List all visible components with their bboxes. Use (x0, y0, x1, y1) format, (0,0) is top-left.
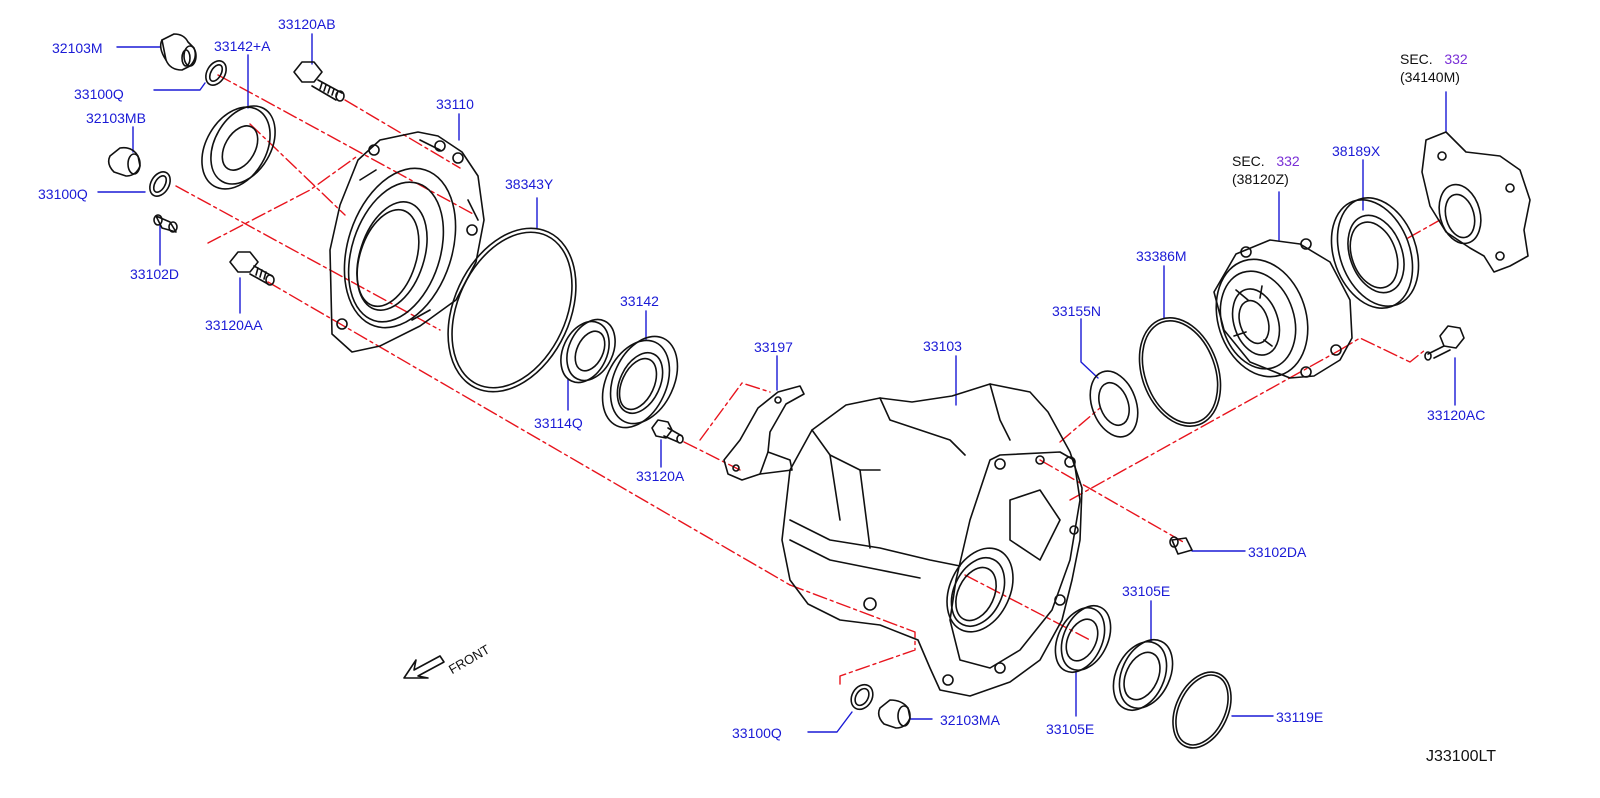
label-38343y[interactable]: 38343Y (505, 176, 554, 192)
label-33197[interactable]: 33197 (754, 339, 793, 355)
bolt-33120a (651, 419, 684, 444)
label-33102da[interactable]: 33102DA (1248, 544, 1307, 560)
seal-33142a (201, 105, 276, 190)
sec-prefix: SEC. (1400, 51, 1433, 67)
dowel-33102d (153, 214, 178, 233)
bolt-33120aa (229, 251, 275, 286)
label-33119e[interactable]: 33119E (1276, 709, 1324, 725)
label-33142[interactable]: 33142 (620, 293, 659, 309)
washer-33100q-b (149, 171, 171, 197)
label-33102d[interactable]: 33102D (130, 266, 180, 282)
bearing-housing-38120z (1213, 238, 1353, 379)
cover-33110 (329, 131, 485, 353)
washer-33100q-c (850, 683, 874, 711)
oring-38343y (447, 227, 577, 393)
sec-prefix: SEC. (1232, 153, 1265, 169)
label-33105e-b[interactable]: 33105E (1046, 721, 1095, 737)
bolt-33120ab (293, 61, 345, 102)
plug-32103ma (877, 699, 911, 729)
sec-ref-34140m[interactable]: SEC. 332 (34140M) (1400, 50, 1468, 86)
plug-32103m (159, 33, 197, 71)
seal-33142 (601, 335, 679, 429)
sec-part: (38120Z) (1232, 171, 1289, 187)
label-33103[interactable]: 33103 (923, 338, 962, 354)
sec-ref-38120z[interactable]: SEC. 332 (38120Z) (1232, 152, 1300, 188)
plug-32103mb (107, 146, 141, 177)
seal-33114q (560, 318, 616, 384)
label-33100q-c[interactable]: 33100Q (732, 725, 782, 741)
label-33100q-a[interactable]: 33100Q (74, 86, 124, 102)
dowel-33102da (1169, 536, 1193, 555)
label-38189x[interactable]: 38189X (1332, 143, 1381, 159)
label-32103ma[interactable]: 32103MA (940, 712, 1000, 728)
label-33110[interactable]: 33110 (436, 96, 474, 112)
label-33105e-a[interactable]: 33105E (1122, 583, 1171, 599)
seal-33105e-a (1054, 605, 1112, 673)
oring-33386m (1138, 316, 1222, 428)
label-33120ab[interactable]: 33120AB (278, 16, 336, 32)
oring-33119e (1172, 671, 1232, 749)
label-33142a[interactable]: 33142+A (214, 38, 271, 54)
washer-33100q-a (205, 60, 227, 86)
label-33114q[interactable]: 33114Q (534, 415, 583, 431)
bracket-33197 (723, 385, 805, 481)
drawing-code: J33100LT (1426, 748, 1496, 765)
sec-part: (34140M) (1400, 69, 1460, 85)
sec-number: 332 (1276, 153, 1300, 169)
seal-38189x (1330, 196, 1420, 310)
label-33386m[interactable]: 33386M (1136, 248, 1187, 264)
centerlines (175, 74, 1441, 688)
front-arrow-icon (403, 655, 445, 679)
label-33155n[interactable]: 33155N (1052, 303, 1102, 319)
label-33120ac[interactable]: 33120AC (1427, 407, 1486, 423)
flange-34140m (1421, 131, 1531, 273)
case-33103 (781, 383, 1083, 697)
label-32103m[interactable]: 32103M (52, 40, 103, 56)
bolt-33120ac (1424, 325, 1465, 361)
front-label: FRONT (446, 641, 493, 677)
seal-33105e-b (1112, 639, 1174, 711)
leader-lines (97, 33, 1456, 733)
label-32103mb[interactable]: 32103MB (86, 110, 146, 126)
sec-number: 332 (1444, 51, 1468, 67)
label-33100q-b[interactable]: 33100Q (38, 186, 88, 202)
shim-33155n (1089, 370, 1139, 438)
label-33120a[interactable]: 33120A (636, 468, 685, 484)
label-33120aa[interactable]: 33120AA (205, 317, 263, 333)
